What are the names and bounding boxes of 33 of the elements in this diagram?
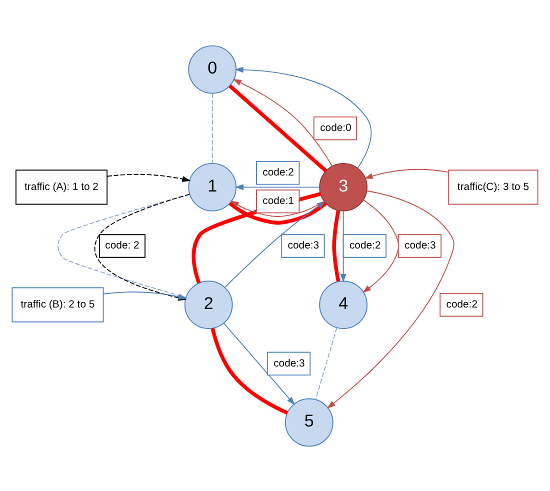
arrow xyxy=(362,199,400,292)
edge-label: code: 2 xyxy=(105,240,140,252)
edge-label: code:2 xyxy=(446,298,478,310)
edge-label: code:3 xyxy=(404,240,436,252)
arrow xyxy=(364,168,450,178)
edge-label: code:1 xyxy=(262,196,294,207)
node-circle: 0 xyxy=(188,44,237,94)
arrow xyxy=(234,184,320,190)
arrow xyxy=(326,190,454,408)
node-box: traffic (A): 1 to 2 xyxy=(16,169,108,204)
arrow xyxy=(340,210,346,282)
connector xyxy=(212,92,213,164)
edge-label: code:2 xyxy=(349,240,381,252)
arrow xyxy=(232,78,333,166)
connector xyxy=(228,84,328,172)
arrow xyxy=(234,66,372,168)
node-circle: 5 xyxy=(284,398,334,446)
node-circle: 1 xyxy=(188,162,237,211)
node-circle: 4 xyxy=(319,280,368,329)
node-box: traffic(C): 3 to 5 xyxy=(448,169,538,204)
node-box: traffic (B): 2 to 5 xyxy=(12,286,104,322)
connector xyxy=(315,326,338,400)
edge-label: code:0 xyxy=(320,122,352,134)
connector xyxy=(58,193,190,298)
arrow xyxy=(106,173,191,182)
connector xyxy=(332,210,340,282)
node-circle: 2 xyxy=(184,280,233,329)
edge-label: code:2 xyxy=(262,167,294,178)
node-circle: 3 xyxy=(319,162,368,211)
edge-label: code:3 xyxy=(274,358,305,369)
arrow xyxy=(223,322,296,405)
connector xyxy=(210,327,288,414)
edge-label: code:3 xyxy=(288,240,320,252)
